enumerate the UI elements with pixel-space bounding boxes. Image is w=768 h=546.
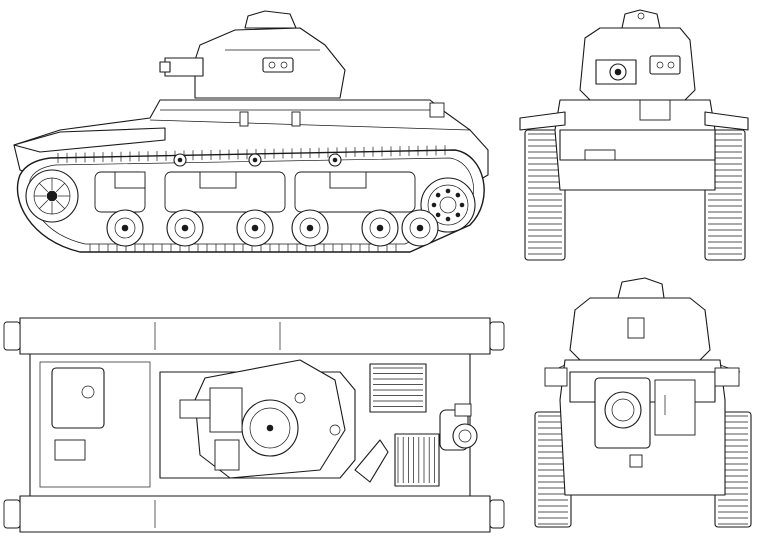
side-cupola — [244, 10, 297, 29]
top-right-track — [19, 495, 491, 533]
side-gun-mantlet — [164, 57, 204, 77]
road-wheel — [361, 209, 399, 247]
front-view — [519, 9, 749, 261]
return-roller — [328, 153, 342, 167]
top-view — [3, 317, 505, 533]
front-vision-port — [649, 55, 681, 75]
return-roller — [173, 153, 187, 167]
front-left-track — [524, 129, 566, 261]
road-wheel — [401, 209, 439, 247]
rear-muffler — [604, 391, 642, 429]
side-sprocket — [25, 169, 79, 223]
road-wheel — [166, 209, 204, 247]
top-grille-lower — [394, 433, 440, 487]
side-view — [13, 10, 489, 253]
road-wheel — [291, 209, 329, 247]
return-roller — [248, 153, 262, 167]
track-links — [57, 145, 446, 252]
side-road-wheels — [106, 209, 439, 247]
rear-view — [534, 277, 752, 528]
top-left-track — [19, 317, 491, 355]
top-engine-hatch — [51, 367, 105, 429]
side-rear-deck — [13, 127, 166, 153]
road-wheel — [106, 209, 144, 247]
side-suspension — [94, 171, 416, 213]
side-vision-port — [262, 57, 294, 73]
top-grille-upper — [369, 363, 427, 413]
side-return-rollers — [173, 153, 342, 167]
road-wheel — [236, 209, 274, 247]
